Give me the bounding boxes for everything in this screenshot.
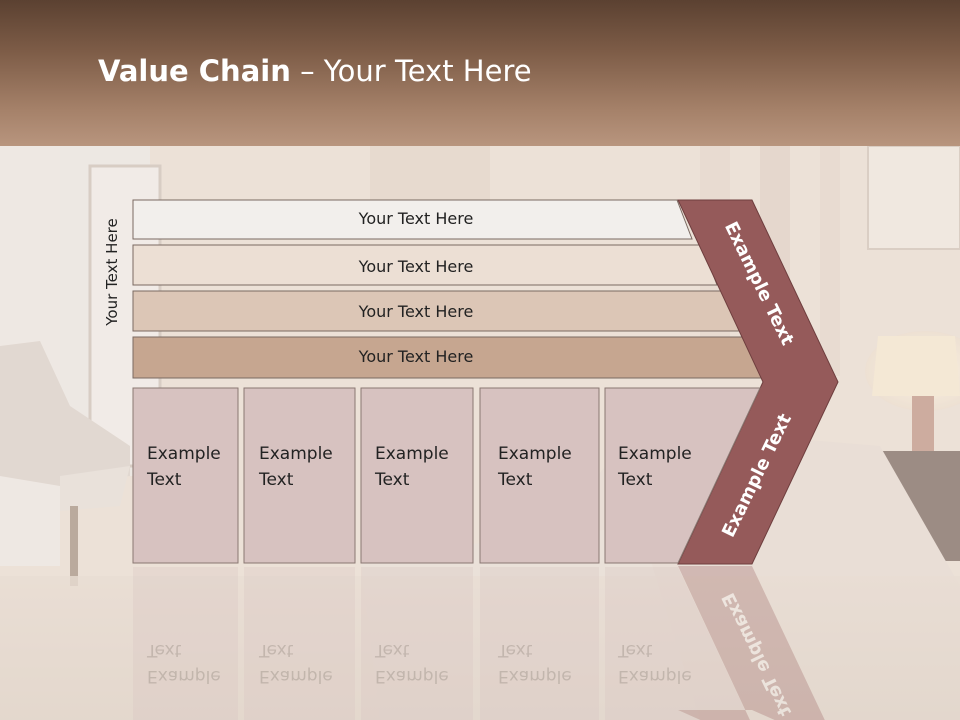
title-bold: Value Chain	[98, 54, 291, 88]
primary-box-shape	[604, 387, 761, 564]
reflection-arrow	[678, 566, 825, 720]
primary-box-line1: Example	[259, 444, 333, 464]
support-bar-label: Your Text Here	[358, 257, 474, 276]
reflection-box	[480, 567, 599, 720]
primary-activity-box: Example Text	[243, 387, 356, 564]
primary-box-shape	[479, 387, 600, 564]
margin-chevron-arrow	[677, 199, 839, 565]
reflection-box-line1: Example	[147, 666, 221, 686]
reflection-box	[361, 567, 473, 720]
reflection-box-line1: Example	[375, 666, 449, 686]
primary-box-line1: Example	[618, 444, 692, 464]
reflection-box-line1: Example	[618, 666, 692, 686]
primary-box-line1: Example	[498, 444, 572, 464]
primary-activity-box: Example Text	[360, 387, 474, 564]
support-bar: Your Text Here	[132, 290, 741, 332]
primary-box-shape	[132, 387, 239, 564]
support-bar: Your Text Here	[132, 336, 764, 379]
primary-box-line1: Example	[375, 444, 449, 464]
primary-box-shape	[243, 387, 356, 564]
reflection-box-line1: Example	[498, 666, 572, 686]
primary-box-line2: Text	[497, 470, 533, 490]
reflection-box	[133, 567, 238, 720]
reflection-box-line2: Text	[374, 640, 410, 660]
support-bar: Your Text Here	[132, 199, 693, 240]
primary-box-line2: Text	[258, 470, 294, 490]
support-bar-label: Your Text Here	[358, 302, 474, 321]
primary-activity-box: Example Text	[479, 387, 600, 564]
support-bar-shape	[132, 199, 693, 240]
reflection-box	[605, 567, 750, 720]
primary-box-shape	[360, 387, 474, 564]
support-bar-shape	[132, 244, 718, 286]
reflection-box-line2: Text	[497, 640, 533, 660]
title-bar: Value Chain – Your Text Here	[0, 0, 960, 146]
primary-activity-box: Example Text	[604, 387, 761, 564]
primary-box-line2: Text	[617, 470, 653, 490]
reflection-box	[244, 567, 355, 720]
diagram-reflection: Example Text Example Text Example Text E…	[133, 566, 825, 720]
primary-box-line1: Example	[147, 444, 221, 464]
primary-box-line2: Text	[146, 470, 182, 490]
reflection-box-line1: Example	[259, 666, 333, 686]
support-bar-label: Your Text Here	[358, 347, 474, 366]
title-rest: – Your Text Here	[290, 54, 532, 88]
primary-box-line2: Text	[374, 470, 410, 490]
slide-title: Value Chain – Your Text Here	[98, 54, 532, 88]
reflection-box-line2: Text	[258, 640, 294, 660]
reflection-box-line2: Text	[146, 640, 182, 660]
support-bar: Your Text Here	[132, 244, 718, 286]
reflection-box-line2: Text	[617, 640, 653, 660]
primary-activity-box: Example Text	[132, 387, 239, 564]
support-bar-label: Your Text Here	[358, 209, 474, 228]
